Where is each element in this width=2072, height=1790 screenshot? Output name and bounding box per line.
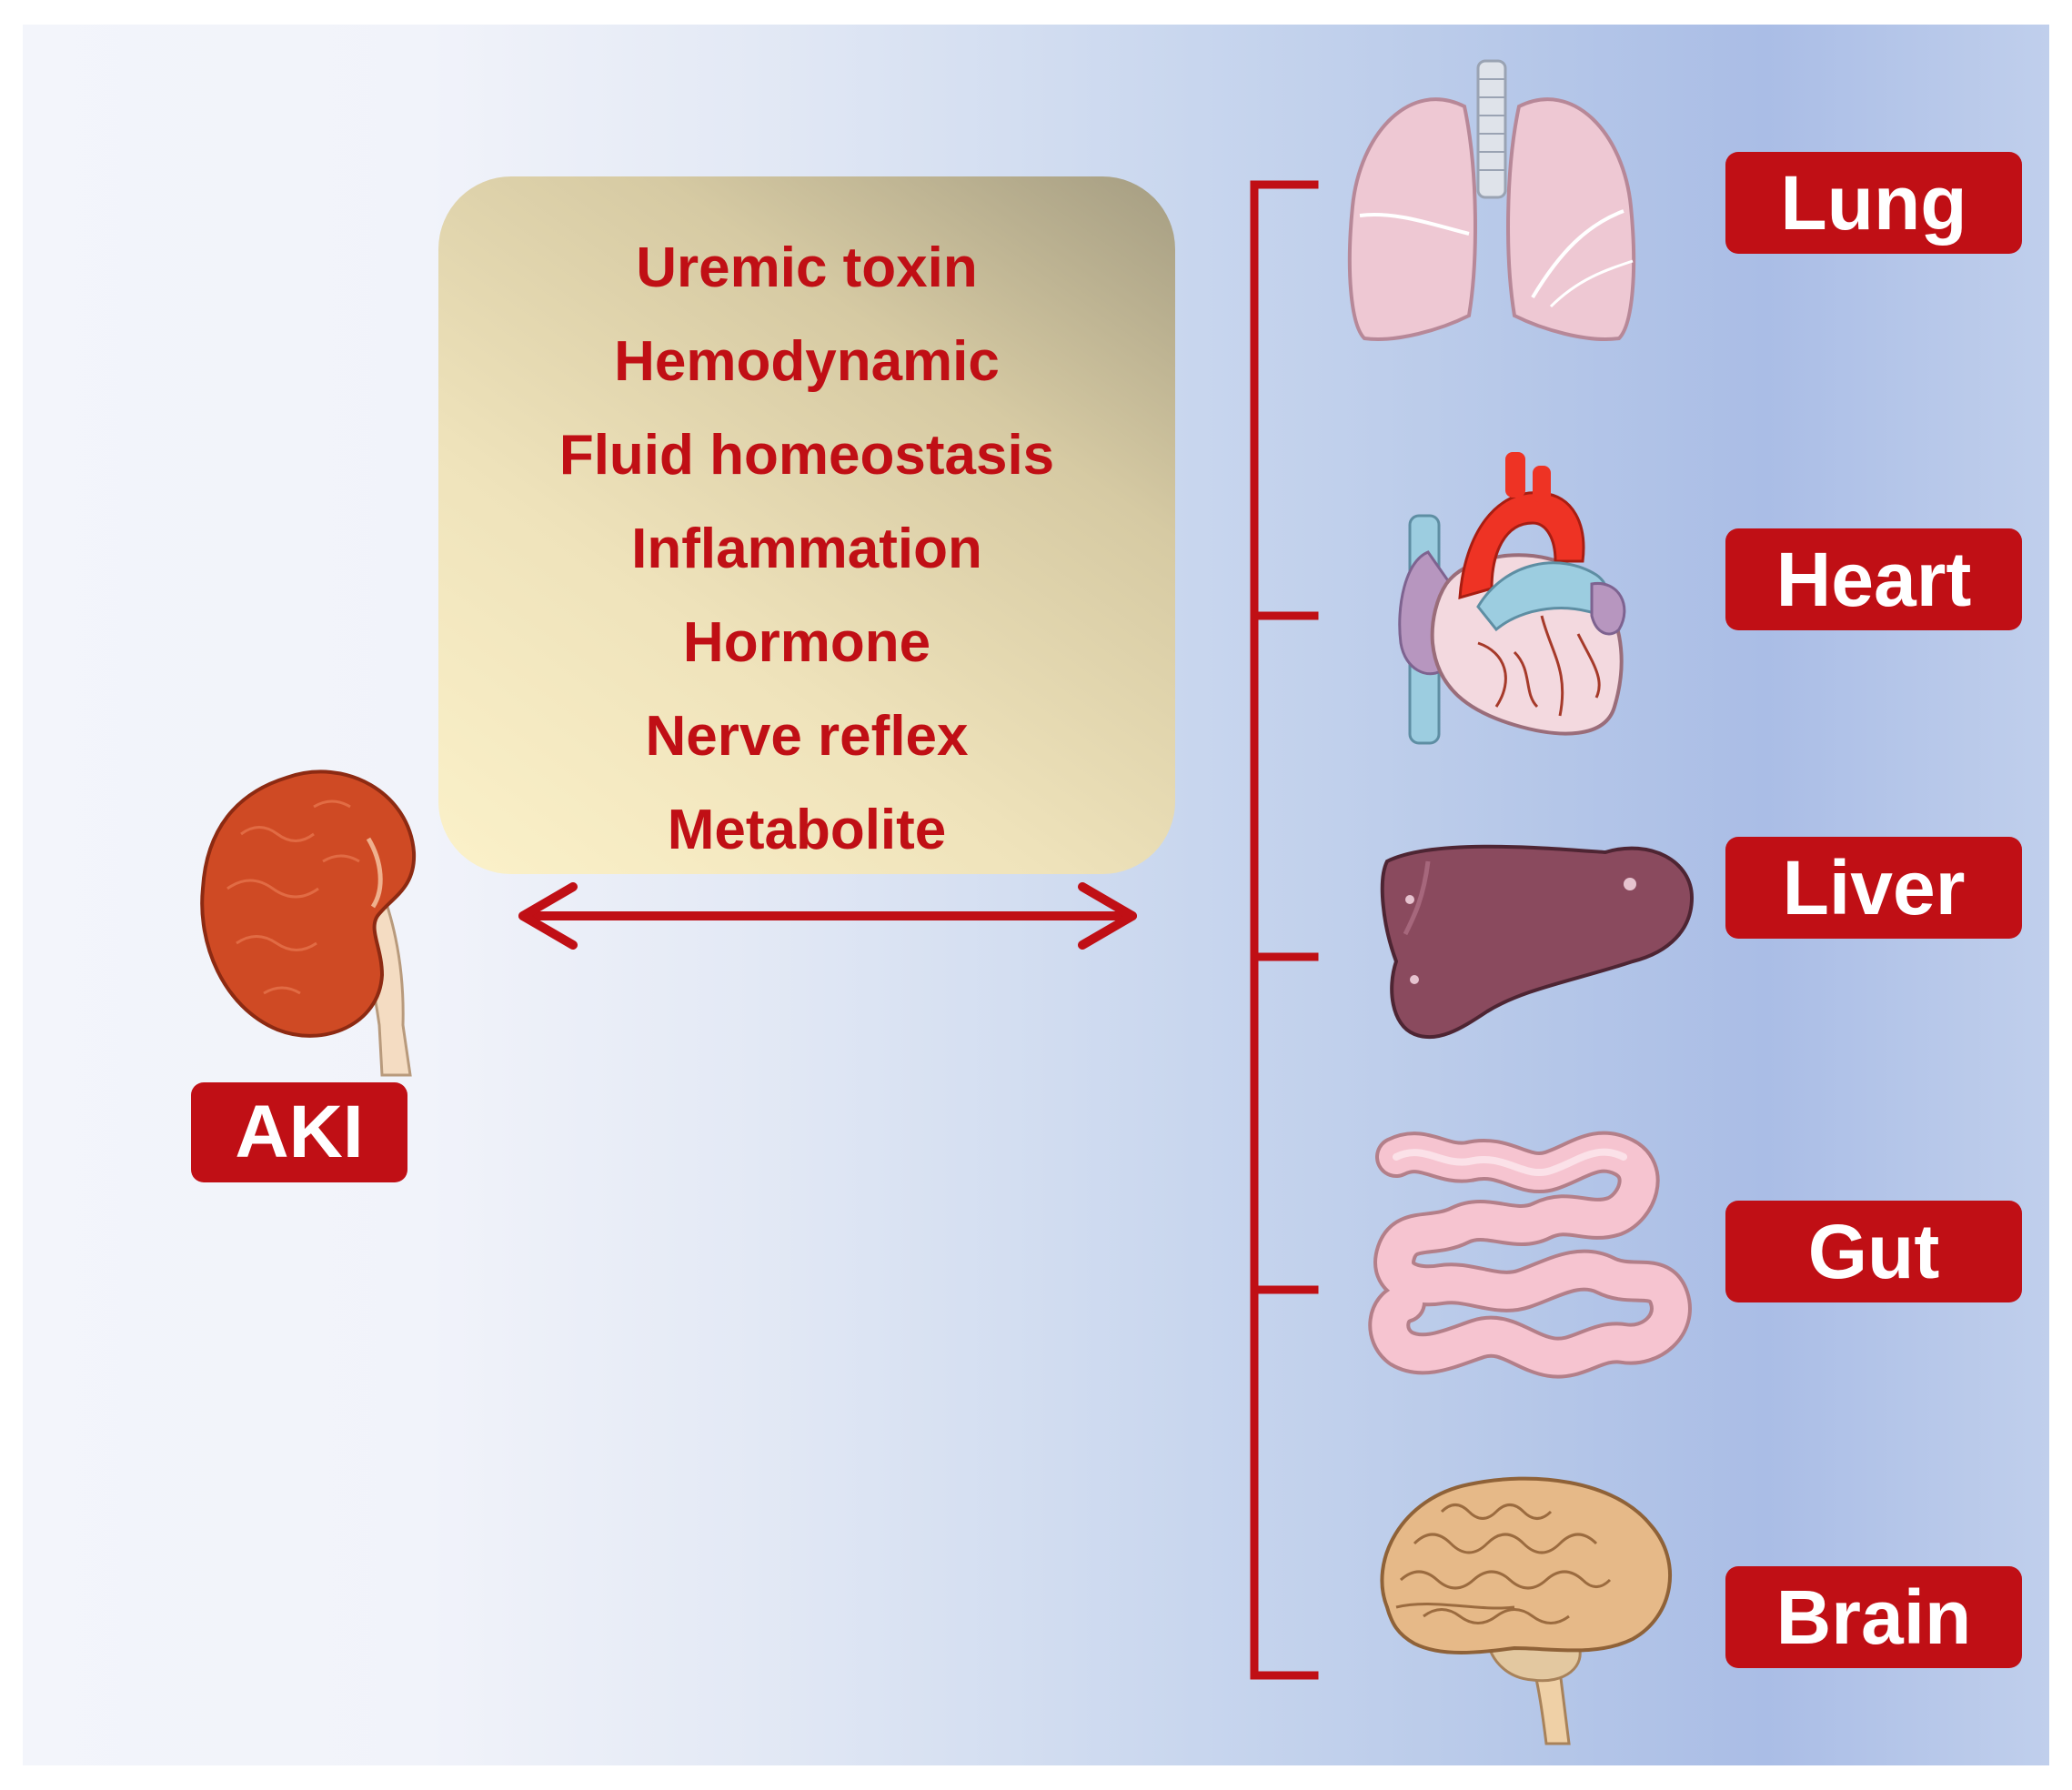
- mediator-fluid-homeostasis: Fluid homeostasis: [558, 424, 1055, 487]
- bracket-connector: [1250, 180, 1319, 1680]
- diagram-canvas: Uremic toxin Hemodynamic Fluid homeostas…: [23, 25, 2049, 1765]
- mediator-box: Uremic toxin Hemodynamic Fluid homeostas…: [438, 176, 1175, 874]
- lungs-icon: [1347, 59, 1636, 341]
- mediator-hormone: Hormone: [682, 611, 931, 674]
- mediator-hemodynamic: Hemodynamic: [614, 330, 1000, 393]
- organ-label-lung: Lung: [1725, 152, 2022, 254]
- heart-icon: [1398, 452, 1626, 745]
- liver-icon: [1380, 844, 1695, 1040]
- organ-label-brain: Brain: [1725, 1566, 2022, 1668]
- mediator-metabolite: Metabolite: [667, 799, 947, 861]
- mediator-uremic-toxin: Uremic toxin: [636, 236, 978, 299]
- organ-label-liver: Liver: [1725, 837, 2022, 939]
- brain-icon: [1380, 1476, 1672, 1745]
- mediator-nerve-reflex: Nerve reflex: [645, 705, 969, 768]
- organ-label-heart: Heart: [1725, 528, 2022, 630]
- organ-label-gut: Gut: [1725, 1201, 2022, 1302]
- aki-label: AKI: [191, 1082, 407, 1182]
- bidirectional-arrow-icon: [518, 882, 1137, 950]
- mediator-list: Uremic toxin Hemodynamic Fluid homeostas…: [438, 176, 1175, 874]
- kidney-icon: [200, 769, 417, 1077]
- intestine-icon: [1368, 1131, 1692, 1379]
- mediator-inflammation: Inflammation: [631, 518, 982, 580]
